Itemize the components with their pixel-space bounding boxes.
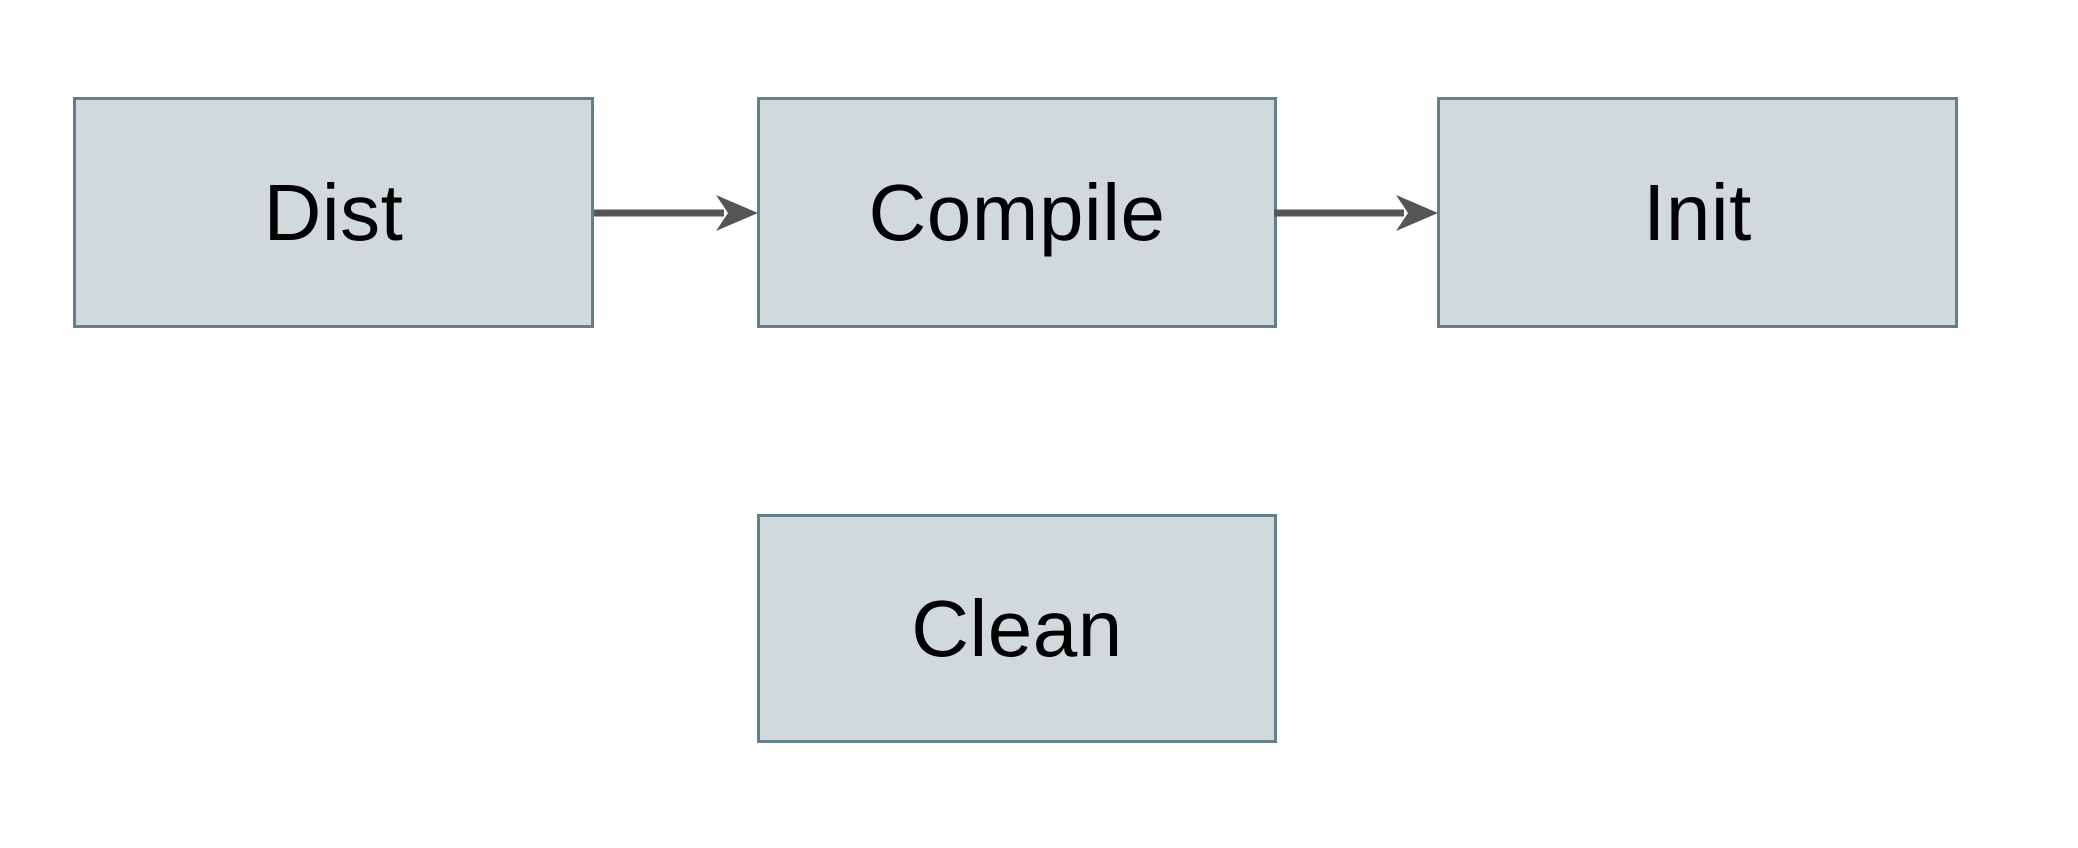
node-dist[interactable]: Dist — [73, 97, 594, 328]
node-init[interactable]: Init — [1437, 97, 1958, 328]
node-init-label: Init — [1643, 167, 1752, 257]
node-dist-label: Dist — [263, 167, 404, 257]
arrow-right-icon — [1396, 195, 1438, 231]
node-clean[interactable]: Clean — [757, 514, 1277, 743]
arrow-right-icon — [716, 195, 758, 231]
node-compile[interactable]: Compile — [757, 97, 1277, 328]
node-clean-label: Clean — [911, 583, 1123, 673]
arrow-compile-to-init[interactable] — [1272, 183, 1442, 243]
arrow-dist-to-compile[interactable] — [592, 183, 762, 243]
node-compile-label: Compile — [868, 167, 1166, 257]
